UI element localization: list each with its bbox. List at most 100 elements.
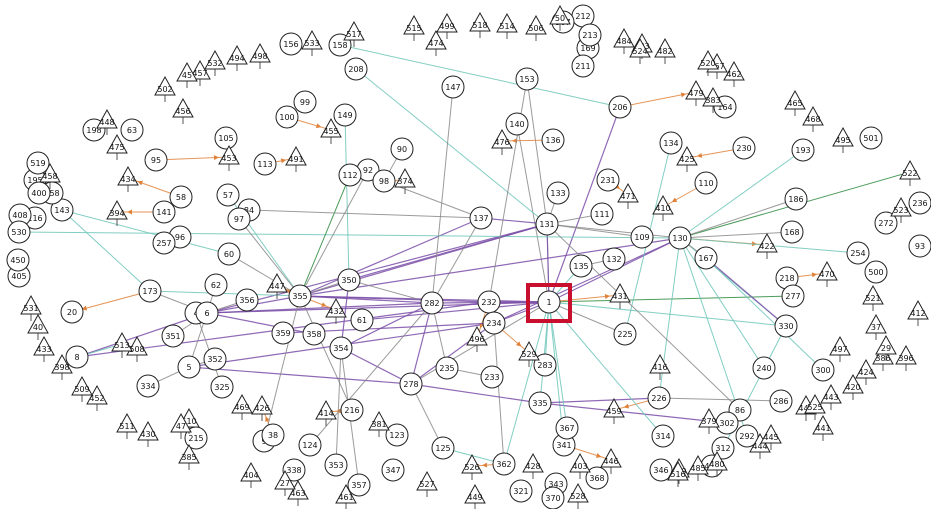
node-370[interactable]: 370 — [541, 486, 565, 509]
node-186[interactable]: 186 — [784, 187, 808, 211]
node-143[interactable]: 143 — [50, 198, 74, 222]
node-133[interactable]: 133 — [546, 181, 570, 205]
node-394[interactable]: 394 — [106, 199, 128, 226]
node-314[interactable]: 314 — [651, 424, 675, 448]
node-272[interactable]: 272 — [874, 211, 898, 235]
node-469[interactable]: 469 — [231, 393, 253, 420]
node-330[interactable]: 330 — [774, 314, 798, 338]
node-50[interactable]: 50 — [549, 4, 571, 31]
node-463[interactable]: 463 — [287, 479, 309, 506]
node-379[interactable]: 379 — [698, 407, 720, 434]
node-471[interactable]: 471 — [617, 182, 639, 209]
node-57[interactable]: 57 — [216, 183, 240, 207]
node-140[interactable]: 140 — [505, 112, 529, 136]
node-498[interactable]: 498 — [249, 42, 271, 69]
node-130[interactable]: 130 — [668, 226, 692, 250]
node-482[interactable]: 482 — [654, 37, 676, 64]
node-517[interactable]: 517 — [343, 20, 365, 47]
node-385[interactable]: 385 — [178, 443, 200, 470]
node-516[interactable]: 516 — [667, 460, 689, 487]
node-254[interactable]: 254 — [846, 241, 870, 265]
node-506[interactable]: 506 — [525, 14, 547, 41]
node-156[interactable]: 156 — [279, 32, 303, 56]
node-443[interactable]: 443 — [820, 383, 842, 410]
node-381[interactable]: 381 — [368, 410, 390, 437]
node-153[interactable]: 153 — [515, 67, 539, 91]
node-354[interactable]: 354 — [329, 336, 353, 360]
node-105[interactable]: 105 — [214, 126, 238, 150]
node-62[interactable]: 62 — [204, 273, 228, 297]
node-452[interactable]: 452 — [86, 384, 108, 411]
node-136[interactable]: 136 — [541, 128, 565, 152]
node-5[interactable]: 5 — [177, 355, 201, 379]
node-27[interactable]: 27 — [274, 469, 296, 496]
node-425[interactable]: 425 — [676, 145, 698, 172]
node-362[interactable]: 362 — [492, 452, 516, 476]
node-484[interactable]: 484 — [613, 27, 635, 54]
node-496[interactable]: 496 — [466, 325, 488, 352]
node-527[interactable]: 527 — [416, 470, 438, 497]
node-350[interactable]: 350 — [337, 268, 361, 292]
node-113[interactable]: 113 — [253, 152, 277, 176]
node-453[interactable]: 453 — [218, 144, 240, 171]
node-95[interactable]: 95 — [144, 148, 168, 172]
node-232[interactable]: 232 — [477, 290, 501, 314]
node-499[interactable]: 499 — [436, 12, 458, 39]
node-470[interactable]: 470 — [816, 260, 838, 287]
node-168[interactable]: 168 — [780, 220, 804, 244]
node-240[interactable]: 240 — [752, 356, 776, 380]
node-531[interactable]: 531 — [20, 294, 42, 321]
node-211[interactable]: 211 — [571, 54, 595, 78]
node-430[interactable]: 430 — [137, 420, 159, 447]
node-355[interactable]: 355 — [288, 284, 312, 308]
node-458[interactable]: 458 — [39, 162, 61, 189]
node-37[interactable]: 37 — [865, 313, 887, 340]
node-124[interactable]: 124 — [298, 433, 322, 457]
node-532[interactable]: 532 — [204, 49, 226, 76]
node-515[interactable]: 515 — [403, 14, 425, 41]
node-230[interactable]: 230 — [732, 136, 756, 160]
node-449[interactable]: 449 — [464, 483, 486, 509]
node-359[interactable]: 359 — [271, 321, 295, 345]
node-513[interactable]: 513 — [111, 331, 133, 358]
node-519[interactable]: 519 — [26, 151, 50, 175]
node-257[interactable]: 257 — [152, 231, 176, 255]
node-45[interactable]: 45 — [176, 61, 198, 88]
node-6[interactable]: 6 — [195, 301, 219, 325]
node-432[interactable]: 432 — [325, 297, 347, 324]
node-480[interactable]: 480 — [706, 450, 728, 477]
node-509[interactable]: 509 — [71, 375, 93, 402]
node-524[interactable]: 524 — [629, 37, 651, 64]
node-446[interactable]: 446 — [600, 447, 622, 474]
node-398[interactable]: 398 — [51, 353, 73, 380]
node-109[interactable]: 109 — [630, 225, 654, 249]
node-8[interactable]: 8 — [65, 345, 89, 369]
node-447[interactable]: 447 — [266, 272, 288, 299]
node-475[interactable]: 475 — [106, 133, 128, 160]
node-422[interactable]: 422 — [756, 232, 778, 259]
node-468[interactable]: 468 — [802, 105, 824, 132]
node-233[interactable]: 233 — [480, 365, 504, 389]
node-234[interactable]: 234 — [482, 311, 506, 335]
node-292[interactable]: 292 — [735, 424, 759, 448]
node-465[interactable]: 465 — [784, 89, 806, 116]
node-346[interactable]: 346 — [649, 458, 673, 482]
node-356[interactable]: 356 — [235, 288, 259, 312]
node-414[interactable]: 414 — [315, 399, 337, 426]
node-90[interactable]: 90 — [390, 137, 414, 161]
node-462[interactable]: 462 — [723, 60, 745, 87]
node-450[interactable]: 450 — [6, 248, 30, 272]
node-459[interactable]: 459 — [603, 397, 625, 424]
node-286[interactable]: 286 — [769, 389, 793, 413]
node-533[interactable]: 533 — [301, 29, 323, 56]
node-93[interactable]: 93 — [908, 234, 931, 258]
node-97[interactable]: 97 — [227, 207, 251, 231]
node-131[interactable]: 131 — [535, 212, 559, 236]
node-445[interactable]: 445 — [760, 423, 782, 450]
node-441[interactable]: 441 — [812, 414, 834, 441]
node-132[interactable]: 132 — [602, 247, 626, 271]
node-123[interactable]: 123 — [385, 423, 409, 447]
node-1[interactable]: 1 — [537, 290, 561, 314]
node-455[interactable]: 455 — [320, 117, 342, 144]
node-526[interactable]: 526 — [461, 453, 483, 480]
